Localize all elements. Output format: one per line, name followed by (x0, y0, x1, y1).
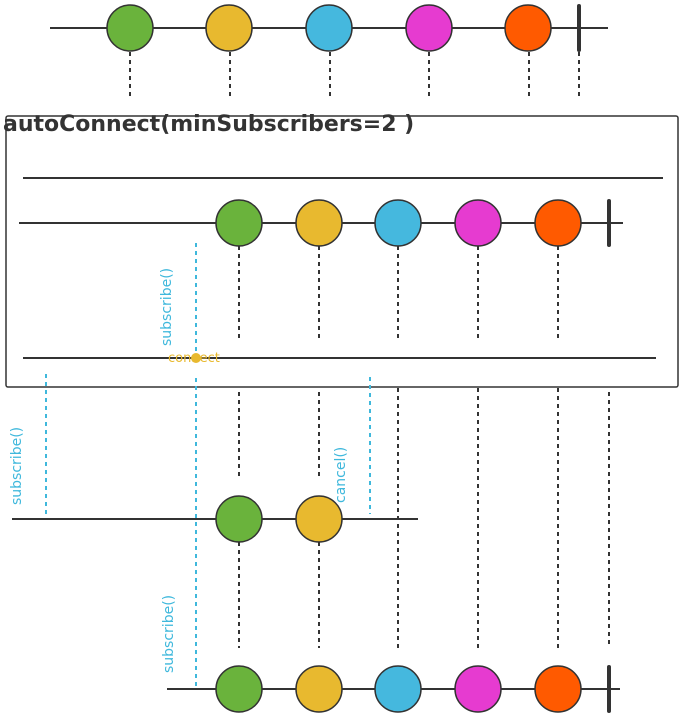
subscriber-2-marble-green (215, 665, 263, 713)
subscriber-2-marble-blue (374, 665, 422, 713)
connect-dot (191, 353, 201, 363)
inner-marble-blue (374, 199, 422, 247)
inner-drop-lines (238, 246, 559, 338)
source-marble-blue (305, 4, 353, 52)
subscriber-2-marble-magenta (454, 665, 502, 713)
subscriber-1-marble-green (215, 495, 263, 543)
inner-marble-green (215, 199, 263, 247)
source-timeline (50, 4, 608, 96)
subscriber-2-timeline: subscribe() (161, 378, 620, 713)
source-marble-green (106, 4, 154, 52)
source-marble-yellow (205, 4, 253, 52)
inner-subscribe-label: subscribe() (159, 268, 175, 346)
source-marble-orange (504, 4, 552, 52)
subscriber-1-marble-yellow (295, 495, 343, 543)
subscriber-1-timeline: subscribe() cancel() (9, 374, 418, 543)
operator-box: autoConnect(minSubscribers=2 ) subscribe… (3, 112, 679, 388)
inner-marble-magenta (454, 199, 502, 247)
subscriber-2-marble-orange (534, 665, 582, 713)
operator-title: autoConnect(minSubscribers=2 ) (3, 112, 414, 137)
source-drop-lines (129, 52, 580, 96)
source-marble-magenta (405, 4, 453, 52)
operator-box-frame (5, 115, 679, 388)
inner-marble-yellow (295, 199, 343, 247)
subscriber-1-subscribe-label: subscribe() (9, 427, 25, 505)
subscriber-1-cancel-label: cancel() (333, 447, 349, 503)
inner-marble-orange (534, 199, 582, 247)
subscriber-2-subscribe-label: subscribe() (161, 595, 177, 673)
subscriber-2-marble-yellow (295, 665, 343, 713)
